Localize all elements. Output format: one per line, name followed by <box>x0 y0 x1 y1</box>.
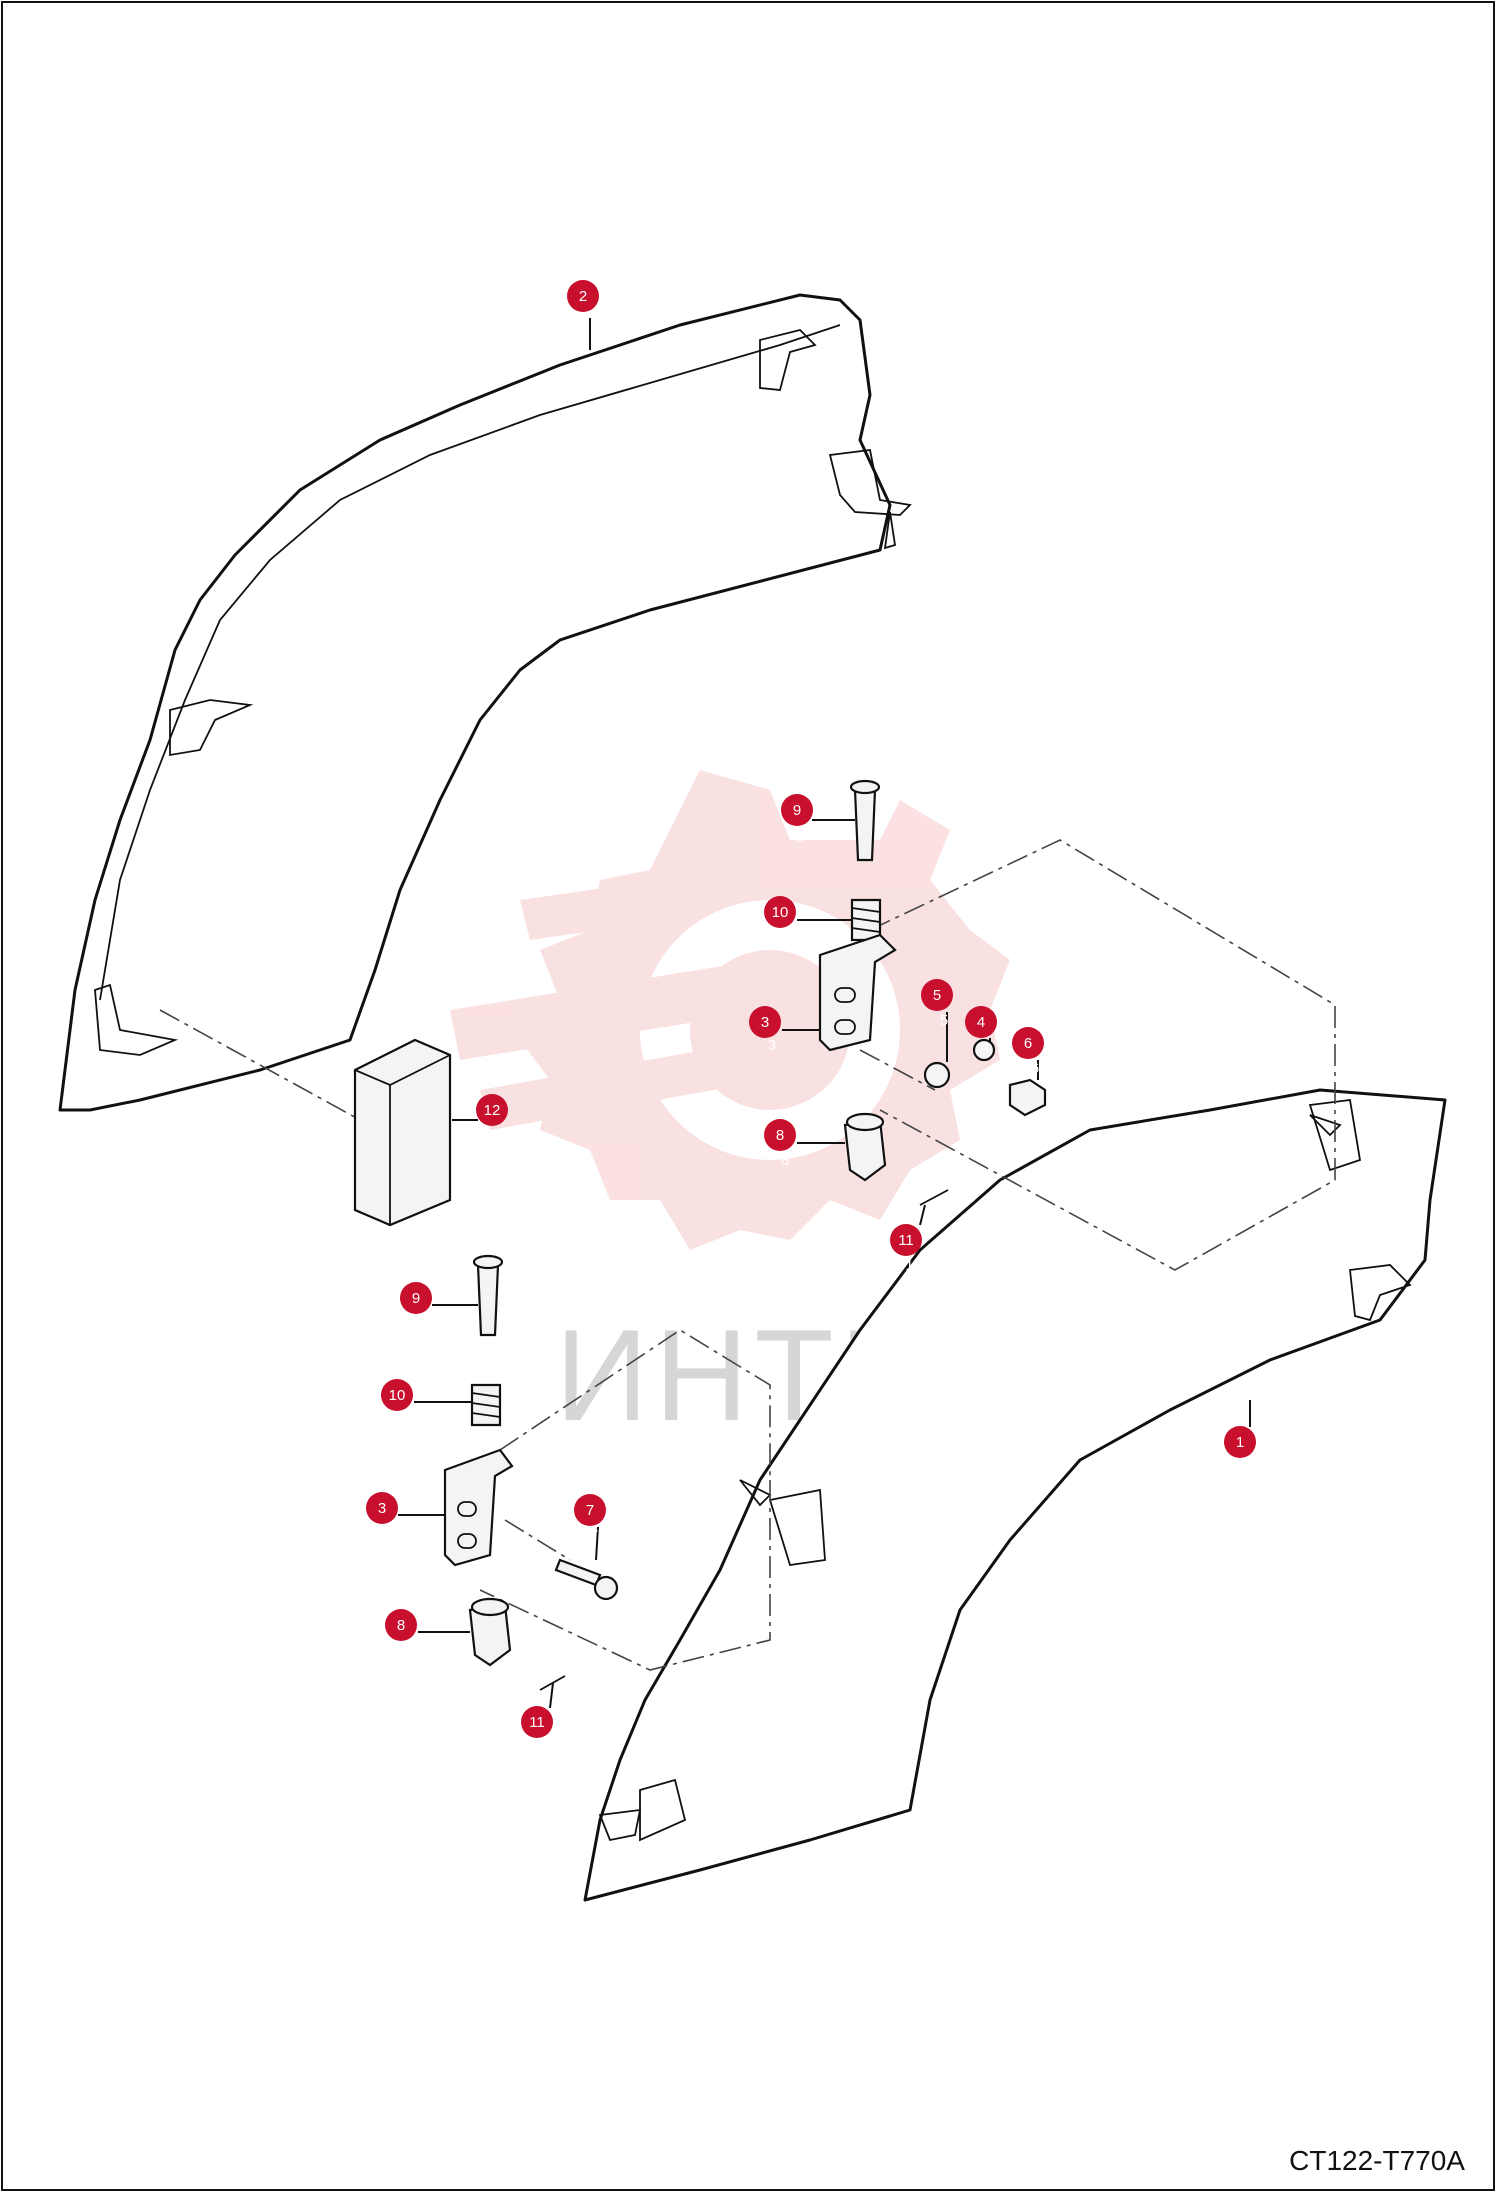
callout-number: 5 <box>933 987 941 1004</box>
callout-2: 22 <box>567 280 599 350</box>
assembly-center-lines <box>159 839 1336 1671</box>
callout-number: 8 <box>397 1617 405 1634</box>
callout-5: 55 <box>921 979 953 1062</box>
callout-ghost-number: 11 <box>540 1739 556 1756</box>
callout-3: 33 <box>749 1006 820 1054</box>
callout-7: 77 <box>574 1494 606 1561</box>
callout-8: 88 <box>764 1119 845 1169</box>
callout-ghost-number: 10 <box>394 1412 411 1429</box>
callout-number: 9 <box>412 1290 420 1307</box>
callout-9: 99 <box>400 1282 478 1332</box>
callout-ghost-number: 7 <box>590 1527 598 1544</box>
callout-badge <box>521 1706 553 1738</box>
callout-badge <box>965 1006 997 1038</box>
rubber-block-part-12 <box>353 1038 452 1227</box>
callout-ghost-number: 5 <box>940 1012 948 1029</box>
callout-number: 2 <box>579 288 587 305</box>
callout-badge <box>400 1282 432 1314</box>
callout-badge <box>921 979 953 1011</box>
callout-ghost-number: 3 <box>768 1037 776 1054</box>
callout-number: 3 <box>378 1500 386 1517</box>
drawing-code: CT122-T770A <box>1289 2145 1465 2176</box>
callout-badge <box>574 1494 606 1526</box>
leader-line <box>549 1682 554 1709</box>
callout-badge <box>567 280 599 312</box>
upper-hinge-hardware <box>818 779 1047 1206</box>
callout-badge <box>764 1119 796 1151</box>
callout-badge <box>476 1094 508 1126</box>
callout-ghost-number: 10 <box>780 929 797 946</box>
lower-hinge-hardware <box>443 1254 619 1691</box>
callout-ghost-number: 9 <box>416 1315 424 1332</box>
callout-number: 12 <box>484 1102 501 1119</box>
callout-badge <box>1012 1027 1044 1059</box>
callout-ghost-number: 6 <box>1031 1060 1039 1077</box>
callout-badge <box>890 1224 922 1256</box>
callout-number: 3 <box>761 1014 769 1031</box>
upper-fender-part-2 <box>58 293 912 1112</box>
lower-fender-part-1 <box>583 1088 1447 1902</box>
callout-number: 7 <box>586 1502 594 1519</box>
callout-ghost-number: 8 <box>402 1642 410 1659</box>
leader-line <box>919 1204 926 1226</box>
callout-number: 9 <box>793 802 801 819</box>
callout-number: 6 <box>1024 1035 1032 1052</box>
callout-8: 88 <box>385 1609 470 1659</box>
callout-number: 10 <box>772 904 789 921</box>
callout-ghost-number: 11 <box>905 1257 921 1274</box>
callout-6: 66 <box>1012 1027 1044 1080</box>
callout-9: 99 <box>781 794 855 846</box>
callout-ghost-number: 8 <box>781 1152 789 1169</box>
callout-ghost-number: 12 <box>497 1125 514 1142</box>
callout-ghost-number: 9 <box>796 829 804 846</box>
callout-badge <box>781 794 813 826</box>
leader-line <box>595 1526 599 1561</box>
callout-badge <box>764 896 796 928</box>
callout-number: 1 <box>1236 1434 1244 1451</box>
callout-ghost-number: 3 <box>382 1525 390 1542</box>
callout-number: 11 <box>898 1232 914 1249</box>
callout-badge <box>381 1379 413 1411</box>
watermark-gear-logo <box>450 770 1010 1250</box>
callout-number: 10 <box>389 1387 406 1404</box>
callout-3: 33 <box>366 1492 445 1542</box>
callout-badge <box>749 1006 781 1038</box>
callout-badge <box>1224 1426 1256 1458</box>
callout-number: 11 <box>529 1714 545 1731</box>
callout-number: 8 <box>776 1127 784 1144</box>
callout-1: 11 <box>1224 1400 1256 1476</box>
callout-badge <box>366 1492 398 1524</box>
callout-4: 44 <box>965 1006 997 1056</box>
callout-ghost-number: 4 <box>981 1039 989 1056</box>
callout-ghost-number: 1 <box>1244 1459 1252 1476</box>
callout-ghost-number: 2 <box>591 312 599 329</box>
callout-badge <box>385 1609 417 1641</box>
callout-number: 4 <box>977 1014 985 1031</box>
